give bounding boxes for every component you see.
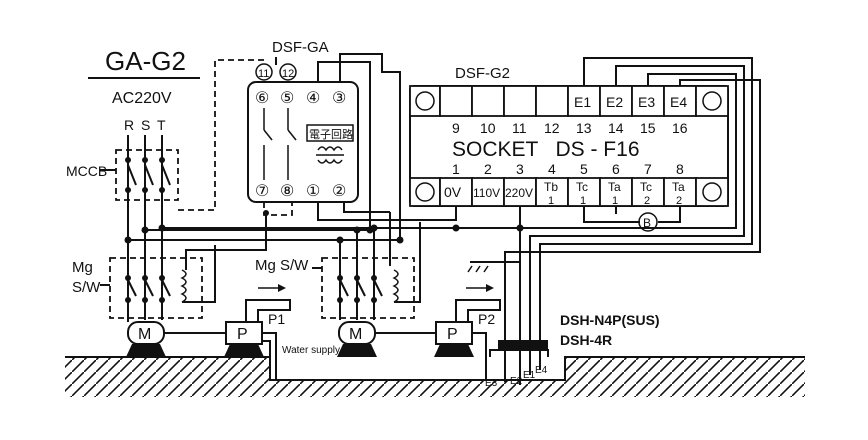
mccb-breaker: MCCB: [66, 149, 179, 201]
controller-num-13: 13: [576, 120, 592, 136]
controller-num-3: 3: [516, 161, 524, 177]
relay-title: DSF-GA: [272, 39, 329, 56]
phase-s-label: S: [141, 117, 150, 133]
ground-floor: [65, 356, 805, 397]
controller-t5-bottom: 1: [580, 195, 586, 207]
controller-num-10: 10: [480, 120, 496, 136]
controller-dsf-g2: DSF-G2 E1 E2 E3 E4 9 10 11 12 13 14 15 1…: [409, 65, 729, 207]
electrode-e4-label: E4: [535, 365, 548, 376]
controller-t6-bottom: 1: [612, 195, 618, 207]
controller-socket-label: SOCKET DS - F16: [452, 138, 640, 161]
controller-e3: E3: [638, 94, 655, 110]
relay-term-4: ④: [306, 90, 320, 107]
contactor-right-label: Mg S/W: [255, 257, 309, 274]
voltage-label: AC220V: [112, 90, 172, 107]
motor-pump-1: M P P1 Water supply: [126, 284, 340, 380]
contactor-left: Mg S/W: [72, 228, 267, 319]
supply-phases: R S T: [124, 117, 166, 320]
ground-marker-b: B: [643, 216, 651, 230]
pump-2-name: P2: [478, 311, 495, 327]
controller-t1-top: 0V: [444, 184, 462, 200]
pump-1-label: P: [237, 326, 248, 343]
control-wires: B: [124, 53, 681, 244]
contactor-right: Mg S/W: [255, 212, 421, 320]
relay-extra-11: 11: [258, 68, 269, 80]
pump-1-name: P1: [268, 311, 285, 327]
relay-term-2: ②: [332, 183, 346, 200]
controller-num-12: 12: [544, 120, 560, 136]
controller-num-4: 4: [548, 161, 556, 177]
controller-e2: E2: [606, 94, 623, 110]
motor-1-label: M: [138, 326, 151, 343]
relay-extra-12: 12: [282, 68, 294, 80]
earth-symbol: [467, 250, 521, 273]
relay-term-1: ①: [306, 183, 320, 200]
controller-num-14: 14: [608, 120, 624, 136]
controller-t7-top: Tc: [640, 180, 652, 194]
controller-title: DSF-G2: [455, 65, 510, 82]
electrode-e2-label: E2: [510, 376, 523, 387]
controller-num-9: 9: [452, 120, 460, 136]
controller-t6-top: Ta: [608, 180, 621, 194]
controller-t5-top: Tc: [576, 180, 588, 194]
controller-num-11: 11: [512, 120, 527, 136]
controller-num-1: 1: [452, 161, 460, 177]
controller-e1: E1: [574, 94, 591, 110]
controller-num-15: 15: [640, 120, 656, 136]
controller-num-8: 8: [676, 161, 684, 177]
water-supply-label: Water supply: [282, 345, 340, 356]
controller-num-5: 5: [580, 161, 588, 177]
relay-term-5: ⑤: [280, 90, 294, 107]
controller-t4-bottom: 1: [548, 195, 554, 207]
holder-model-1: DSH-N4P(SUS): [560, 312, 660, 328]
holder-model-2: DSH-4R: [560, 332, 612, 348]
phase-r-label: R: [124, 117, 134, 133]
diagram-title: GA-G2: [105, 46, 186, 76]
controller-t7-bottom: 2: [644, 195, 650, 207]
controller-num-6: 6: [612, 161, 620, 177]
controller-num-2: 2: [484, 161, 492, 177]
relay-term-7: ⑦: [255, 183, 269, 200]
phase-t-label: T: [157, 117, 166, 133]
controller-num-7: 7: [644, 161, 652, 177]
controller-t8-top: Ta: [672, 180, 685, 194]
mccb-label: MCCB: [66, 163, 107, 179]
contactor-left-line2: S/W: [72, 279, 101, 296]
relay-term-8: ⑧: [280, 183, 294, 200]
controller-num-16: 16: [672, 120, 688, 136]
controller-e4: E4: [670, 94, 687, 110]
relay-term-3: ③: [332, 90, 346, 107]
electrode-e1-label: E1: [523, 370, 536, 381]
contactor-left-line1: Mg: [72, 259, 93, 276]
relay-term-6: ⑥: [255, 90, 269, 107]
controller-t3-top: 220V: [505, 186, 533, 200]
relay-circuit-label: 電子回路: [309, 128, 353, 141]
controller-t8-bottom: 2: [676, 195, 682, 207]
motor-pump-2: M P P2: [337, 284, 501, 380]
electrode-holder: DSH-N4P(SUS) DSH-4R E3 E2 E1 E4: [485, 312, 660, 389]
controller-t2-top: 110V: [473, 186, 500, 200]
controller-t4-top: Tb: [544, 180, 558, 194]
motor-2-label: M: [349, 326, 362, 343]
pump-2-label: P: [447, 326, 458, 343]
relay-dsf-ga: DSF-GA 11 12 ⑥ ⑤ ④ ③ 電子回路 ⑦ ⑧ ① ②: [247, 39, 359, 203]
electrode-e3-label: E3: [485, 378, 498, 389]
